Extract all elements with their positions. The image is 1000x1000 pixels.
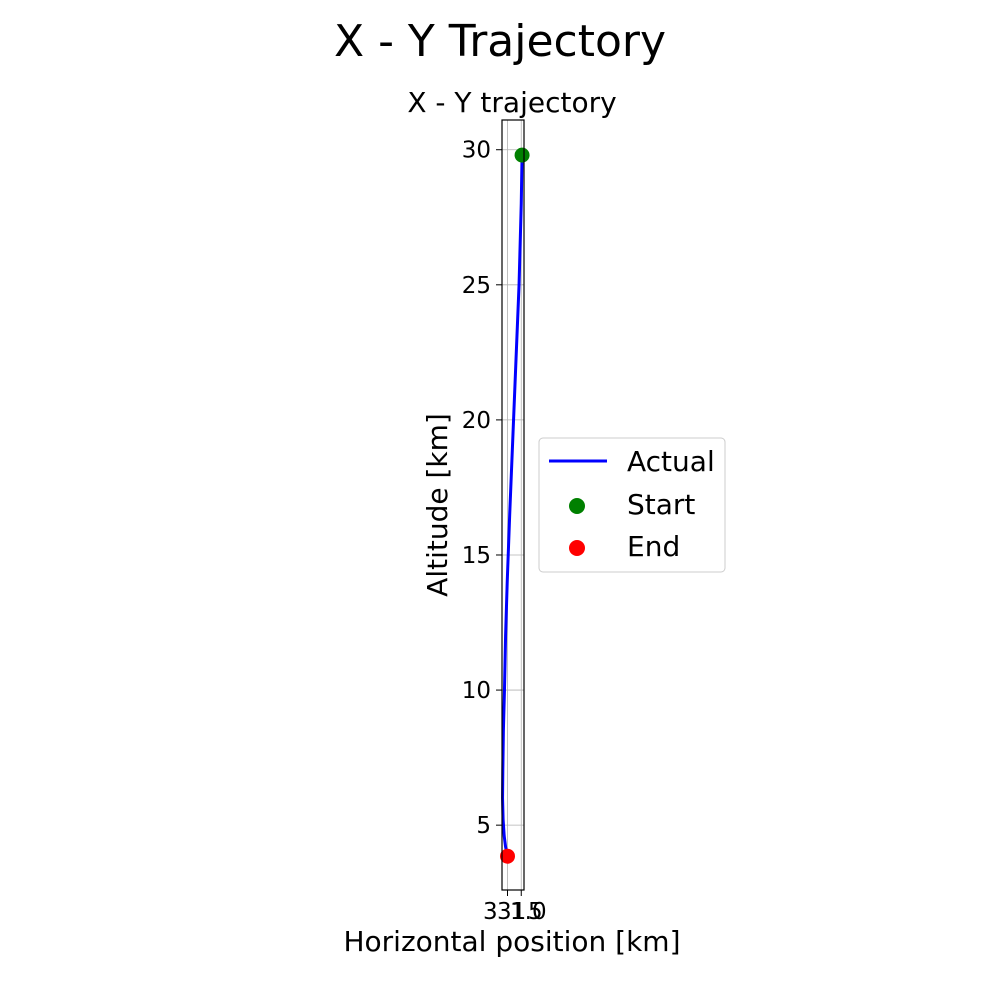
end-marker — [500, 848, 515, 864]
y-tick-label: 30 — [462, 138, 491, 164]
legend-start-label: Start — [627, 488, 695, 521]
y-tick-label: 15 — [462, 543, 491, 569]
plot-area — [500, 147, 530, 864]
y-axis: 5 10 15 20 25 30 — [462, 138, 502, 839]
x-axis-label: Horizontal position [km] — [343, 925, 680, 958]
y-tick-label: 20 — [462, 408, 491, 434]
y-tick-label: 25 — [462, 273, 491, 299]
chart-title: X - Y trajectory — [407, 86, 616, 119]
series-line-actual — [501, 155, 524, 857]
legend: Actual Start End — [538, 437, 726, 573]
x-tick-label: 1.0 — [510, 899, 547, 925]
x-tick-label: 31 — [497, 899, 526, 925]
start-marker — [514, 147, 530, 163]
y-tick-label: 10 — [462, 678, 491, 704]
y-tick-label: 5 — [476, 813, 491, 839]
x-tick-label: 5 — [528, 899, 543, 925]
legend-box — [538, 437, 726, 573]
figure-suptitle: X - Y Trajectory — [334, 16, 666, 67]
legend-start-marker — [569, 498, 585, 514]
axes-frame — [501, 119, 525, 891]
legend-actual-label: Actual — [627, 445, 715, 478]
legend-end-label: End — [627, 530, 680, 563]
y-axis-label: Altitude [km] — [421, 413, 454, 597]
legend-end-marker — [569, 540, 585, 556]
x-tick-label: 3 — [483, 899, 498, 925]
